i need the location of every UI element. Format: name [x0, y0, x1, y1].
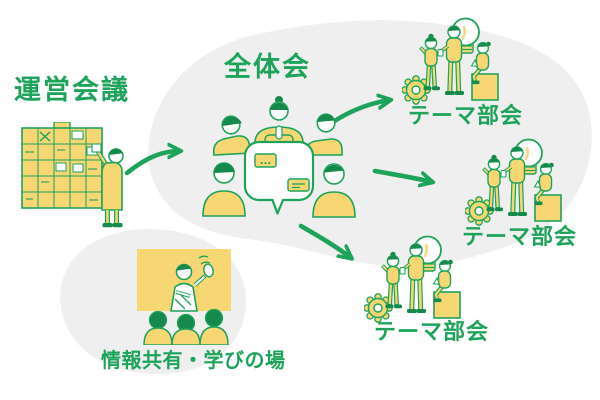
steering-meeting-illustration: [21, 122, 124, 228]
person-front-left: [202, 162, 246, 217]
arrow-plenary-to-theme-middle: [372, 168, 432, 182]
node-label-steering: 運営会議: [14, 75, 130, 106]
laptop-icon: ...: [254, 153, 277, 168]
learning-session-illustration: [137, 249, 231, 345]
laptop-screen-text: ...: [260, 156, 271, 167]
arrow-steering-to-plenary: [124, 151, 180, 176]
flow-arrows: [124, 100, 432, 258]
arrow-plenary-to-theme-top: [330, 100, 390, 125]
whiteboard: [21, 122, 103, 209]
node-label-theme-top: テーマ部会: [408, 104, 524, 129]
facilitator-person: [91, 143, 124, 228]
node-label-theme-bottom: テーマ部会: [374, 320, 490, 345]
node-label-plenary: 全体会: [224, 52, 311, 83]
person-back-right: [305, 113, 343, 156]
node-label-theme-middle: テーマ部会: [462, 225, 578, 250]
audience-people: [143, 308, 229, 345]
theme-group-illustration-bottom: [364, 234, 469, 326]
node-label-learning: 情報共有・学びの場: [101, 348, 286, 372]
presenter-person: [170, 263, 214, 312]
person-back-left: [212, 115, 252, 156]
theme-group-illustration-top: [402, 16, 507, 108]
arrow-plenary-to-theme-bottom: [298, 223, 351, 258]
theme-group-illustration-middle: [465, 137, 570, 229]
speech-bubble-table: [243, 140, 315, 215]
laptop-icon-2: [287, 178, 310, 192]
person-front-right: [312, 163, 356, 218]
plenary-meeting-illustration: ...: [202, 96, 356, 218]
